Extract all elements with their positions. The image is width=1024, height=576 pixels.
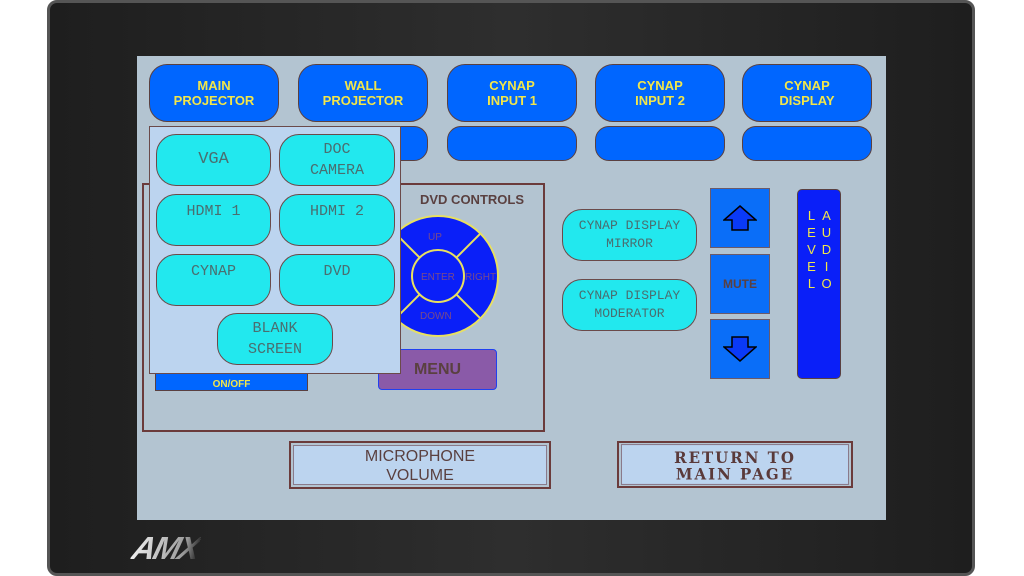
microphone-volume-button[interactable]: MICROPHONE VOLUME xyxy=(289,441,551,489)
cynap-display-source-indicator[interactable] xyxy=(742,126,872,161)
cynap-source-button[interactable]: CYNAP xyxy=(156,254,271,306)
arrow-down-icon xyxy=(723,336,757,362)
cynap-display-moderator-button[interactable]: CYNAP DISPLAY MODERATOR xyxy=(562,279,697,331)
doc-camera-button[interactable]: DOC CAMERA xyxy=(279,134,395,186)
microphone-volume-label: MICROPHONE VOLUME xyxy=(293,445,547,485)
vga-button[interactable]: VGA xyxy=(156,134,271,186)
dvd-right-button[interactable]: RIGHT xyxy=(465,272,497,283)
return-to-main-page-button[interactable]: RETURN TO MAIN PAGE xyxy=(617,441,853,488)
cynap-input-2-source-indicator[interactable] xyxy=(595,126,725,161)
audio-level-label: AUDIO LEVEL xyxy=(804,208,834,293)
volume-up-button[interactable] xyxy=(710,188,770,248)
cynap-input-2-button[interactable]: CYNAP INPUT 2 xyxy=(595,64,725,122)
hdmi-2-button[interactable]: HDMI 2 xyxy=(279,194,395,246)
cynap-display-button[interactable]: CYNAP DISPLAY xyxy=(742,64,872,122)
cynap-display-mirror-button[interactable]: CYNAP DISPLAY MIRROR xyxy=(562,209,697,261)
mute-button[interactable]: MUTE xyxy=(710,254,770,314)
dvd-enter-button[interactable] xyxy=(411,249,465,303)
dvd-source-button[interactable]: DVD xyxy=(279,254,395,306)
dvd-up-button[interactable]: UP xyxy=(428,232,442,243)
dvd-down-button[interactable]: DOWN xyxy=(420,311,452,322)
hdmi-1-button[interactable]: HDMI 1 xyxy=(156,194,271,246)
cynap-input-1-source-indicator[interactable] xyxy=(447,126,577,161)
power-on-off-button[interactable]: ON/OFF xyxy=(155,372,308,391)
dvd-controls-title: DVD CONTROLS xyxy=(420,192,524,207)
arrow-up-icon xyxy=(723,205,757,231)
main-projector-button[interactable]: MAIN PROJECTOR xyxy=(149,64,279,122)
blank-screen-button[interactable]: BLANK SCREEN xyxy=(217,313,333,365)
amx-logo: AMX xyxy=(128,530,204,566)
dvd-navigation-pad[interactable] xyxy=(376,214,500,338)
dvd-enter-label: ENTER xyxy=(421,272,455,283)
volume-down-button[interactable] xyxy=(710,319,770,379)
audio-level-bar[interactable]: AUDIO LEVEL xyxy=(797,189,841,379)
cynap-input-1-button[interactable]: CYNAP INPUT 1 xyxy=(447,64,577,122)
mute-label: MUTE xyxy=(723,277,757,291)
menu-label: MENU xyxy=(413,360,462,378)
return-label: RETURN TO MAIN PAGE xyxy=(621,444,849,485)
wall-projector-button[interactable]: WALL PROJECTOR xyxy=(298,64,428,122)
